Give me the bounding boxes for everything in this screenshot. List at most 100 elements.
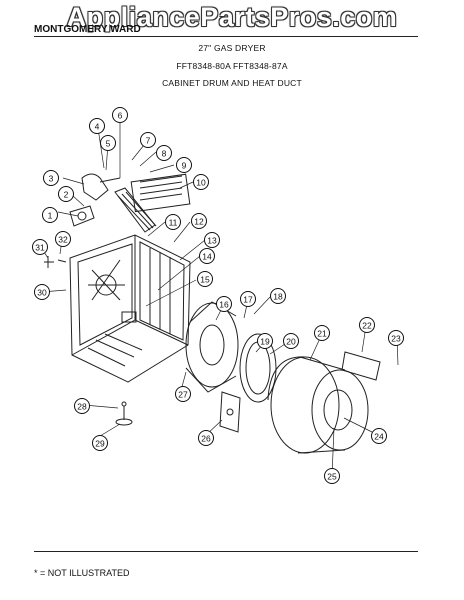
callout-circle xyxy=(191,213,207,229)
callout-circle xyxy=(216,296,232,312)
part-callout-9: 9 xyxy=(176,157,192,173)
callout-number: 17 xyxy=(243,295,253,305)
model-numbers: FFT8348-80A FFT8348-87A xyxy=(176,61,288,71)
watermark: AppliancePartsPros.com xyxy=(66,2,398,32)
callout-number: 20 xyxy=(286,337,296,347)
callout-number: 28 xyxy=(77,402,87,412)
callout-number: 24 xyxy=(374,432,384,442)
callout-number: 9 xyxy=(182,161,187,171)
callout-circle xyxy=(42,207,58,223)
callout-number: 31 xyxy=(35,243,45,253)
part-callout-15: 15 xyxy=(197,271,213,287)
callout-number: 13 xyxy=(207,236,217,246)
callout-number: 23 xyxy=(391,334,401,344)
diagram-title: 27" GAS DRYER xyxy=(198,43,266,53)
part-callout-28: 28 xyxy=(74,398,90,414)
part-callout-21: 21 xyxy=(314,325,330,341)
callout-number: 30 xyxy=(37,288,47,298)
part-callout-18: 18 xyxy=(270,288,286,304)
part-callout-30: 30 xyxy=(34,284,50,300)
callout-number: 12 xyxy=(194,217,204,227)
callout-circle xyxy=(34,284,50,300)
part-callout-32: 32 xyxy=(55,231,71,247)
callout-circle xyxy=(371,428,387,444)
callout-circle xyxy=(32,239,48,255)
callout-number: 2 xyxy=(64,190,69,200)
part-callout-24: 24 xyxy=(371,428,387,444)
heat-duct-drawing xyxy=(44,173,191,268)
front-bulkhead-drawing xyxy=(185,301,239,393)
callout-circle xyxy=(199,248,215,264)
callout-number: 3 xyxy=(49,174,54,184)
part-callout-25: 25 xyxy=(324,468,340,484)
part-callout-19: 19 xyxy=(257,333,273,349)
callout-circle xyxy=(176,157,192,173)
part-callout-8: 8 xyxy=(156,145,172,161)
part-callout-27: 27 xyxy=(175,386,191,402)
part-callout-26: 26 xyxy=(198,430,214,446)
brand-label: MONTGOMERY WARD xyxy=(34,24,141,35)
callout-circle xyxy=(92,435,108,451)
bracket-drawing xyxy=(219,391,241,433)
callout-number: 10 xyxy=(196,178,206,188)
callout-circle xyxy=(197,271,213,287)
callout-number: 7 xyxy=(146,136,151,146)
callout-circle xyxy=(175,386,191,402)
callout-number: 16 xyxy=(219,300,229,310)
callout-circle xyxy=(283,333,299,349)
callout-circle xyxy=(89,118,105,134)
callout-number: 6 xyxy=(118,111,123,121)
callout-number: 29 xyxy=(95,439,105,449)
callout-number: 11 xyxy=(169,218,178,228)
callout-circle xyxy=(198,430,214,446)
callout-circle xyxy=(204,232,220,248)
part-callout-12: 12 xyxy=(191,213,207,229)
callout-number: 22 xyxy=(362,321,372,331)
callout-circle xyxy=(193,174,209,190)
part-callout-16: 16 xyxy=(216,296,232,312)
callout-circle xyxy=(74,398,90,414)
callout-circle xyxy=(314,325,330,341)
callout-number: 26 xyxy=(201,434,211,444)
callout-circle xyxy=(240,291,256,307)
callout-circle xyxy=(43,170,59,186)
callout-circle xyxy=(165,214,181,230)
callout-circle xyxy=(270,288,286,304)
callout-circle xyxy=(58,186,74,202)
part-callout-17: 17 xyxy=(240,291,256,307)
callout-number: 21 xyxy=(317,329,327,339)
callout-number: 5 xyxy=(106,139,111,149)
part-callout-5: 5 xyxy=(100,135,116,151)
callout-number: 32 xyxy=(58,235,68,245)
callout-circle xyxy=(257,333,273,349)
cabinet-drawing xyxy=(69,234,191,383)
callout-number: 18 xyxy=(273,292,283,302)
part-callout-23: 23 xyxy=(388,330,404,346)
callout-number: 25 xyxy=(327,472,337,482)
header-rule xyxy=(34,36,418,37)
part-callout-11: 11 xyxy=(165,214,181,230)
part-callout-14: 14 xyxy=(199,248,215,264)
footnote: * = NOT ILLUSTRATED xyxy=(34,568,130,578)
callout-circle xyxy=(55,231,71,247)
footer-rule xyxy=(34,551,418,552)
callout-circle xyxy=(100,135,116,151)
callout-number: 15 xyxy=(200,275,210,285)
part-callout-7: 7 xyxy=(140,132,156,148)
part-callout-13: 13 xyxy=(204,232,220,248)
part-callout-1: 1 xyxy=(42,207,58,223)
part-callout-22: 22 xyxy=(359,317,375,333)
callout-number: 27 xyxy=(178,390,188,400)
callout-circle xyxy=(359,317,375,333)
callout-circle xyxy=(324,468,340,484)
callout-number: 14 xyxy=(202,252,212,262)
callout-circle xyxy=(156,145,172,161)
part-callout-10: 10 xyxy=(193,174,209,190)
callout-circle xyxy=(388,330,404,346)
part-callout-2: 2 xyxy=(58,186,74,202)
callout-circle xyxy=(112,107,128,123)
section-title: CABINET DRUM AND HEAT DUCT xyxy=(162,78,302,88)
leveling-leg-drawing xyxy=(115,401,133,426)
